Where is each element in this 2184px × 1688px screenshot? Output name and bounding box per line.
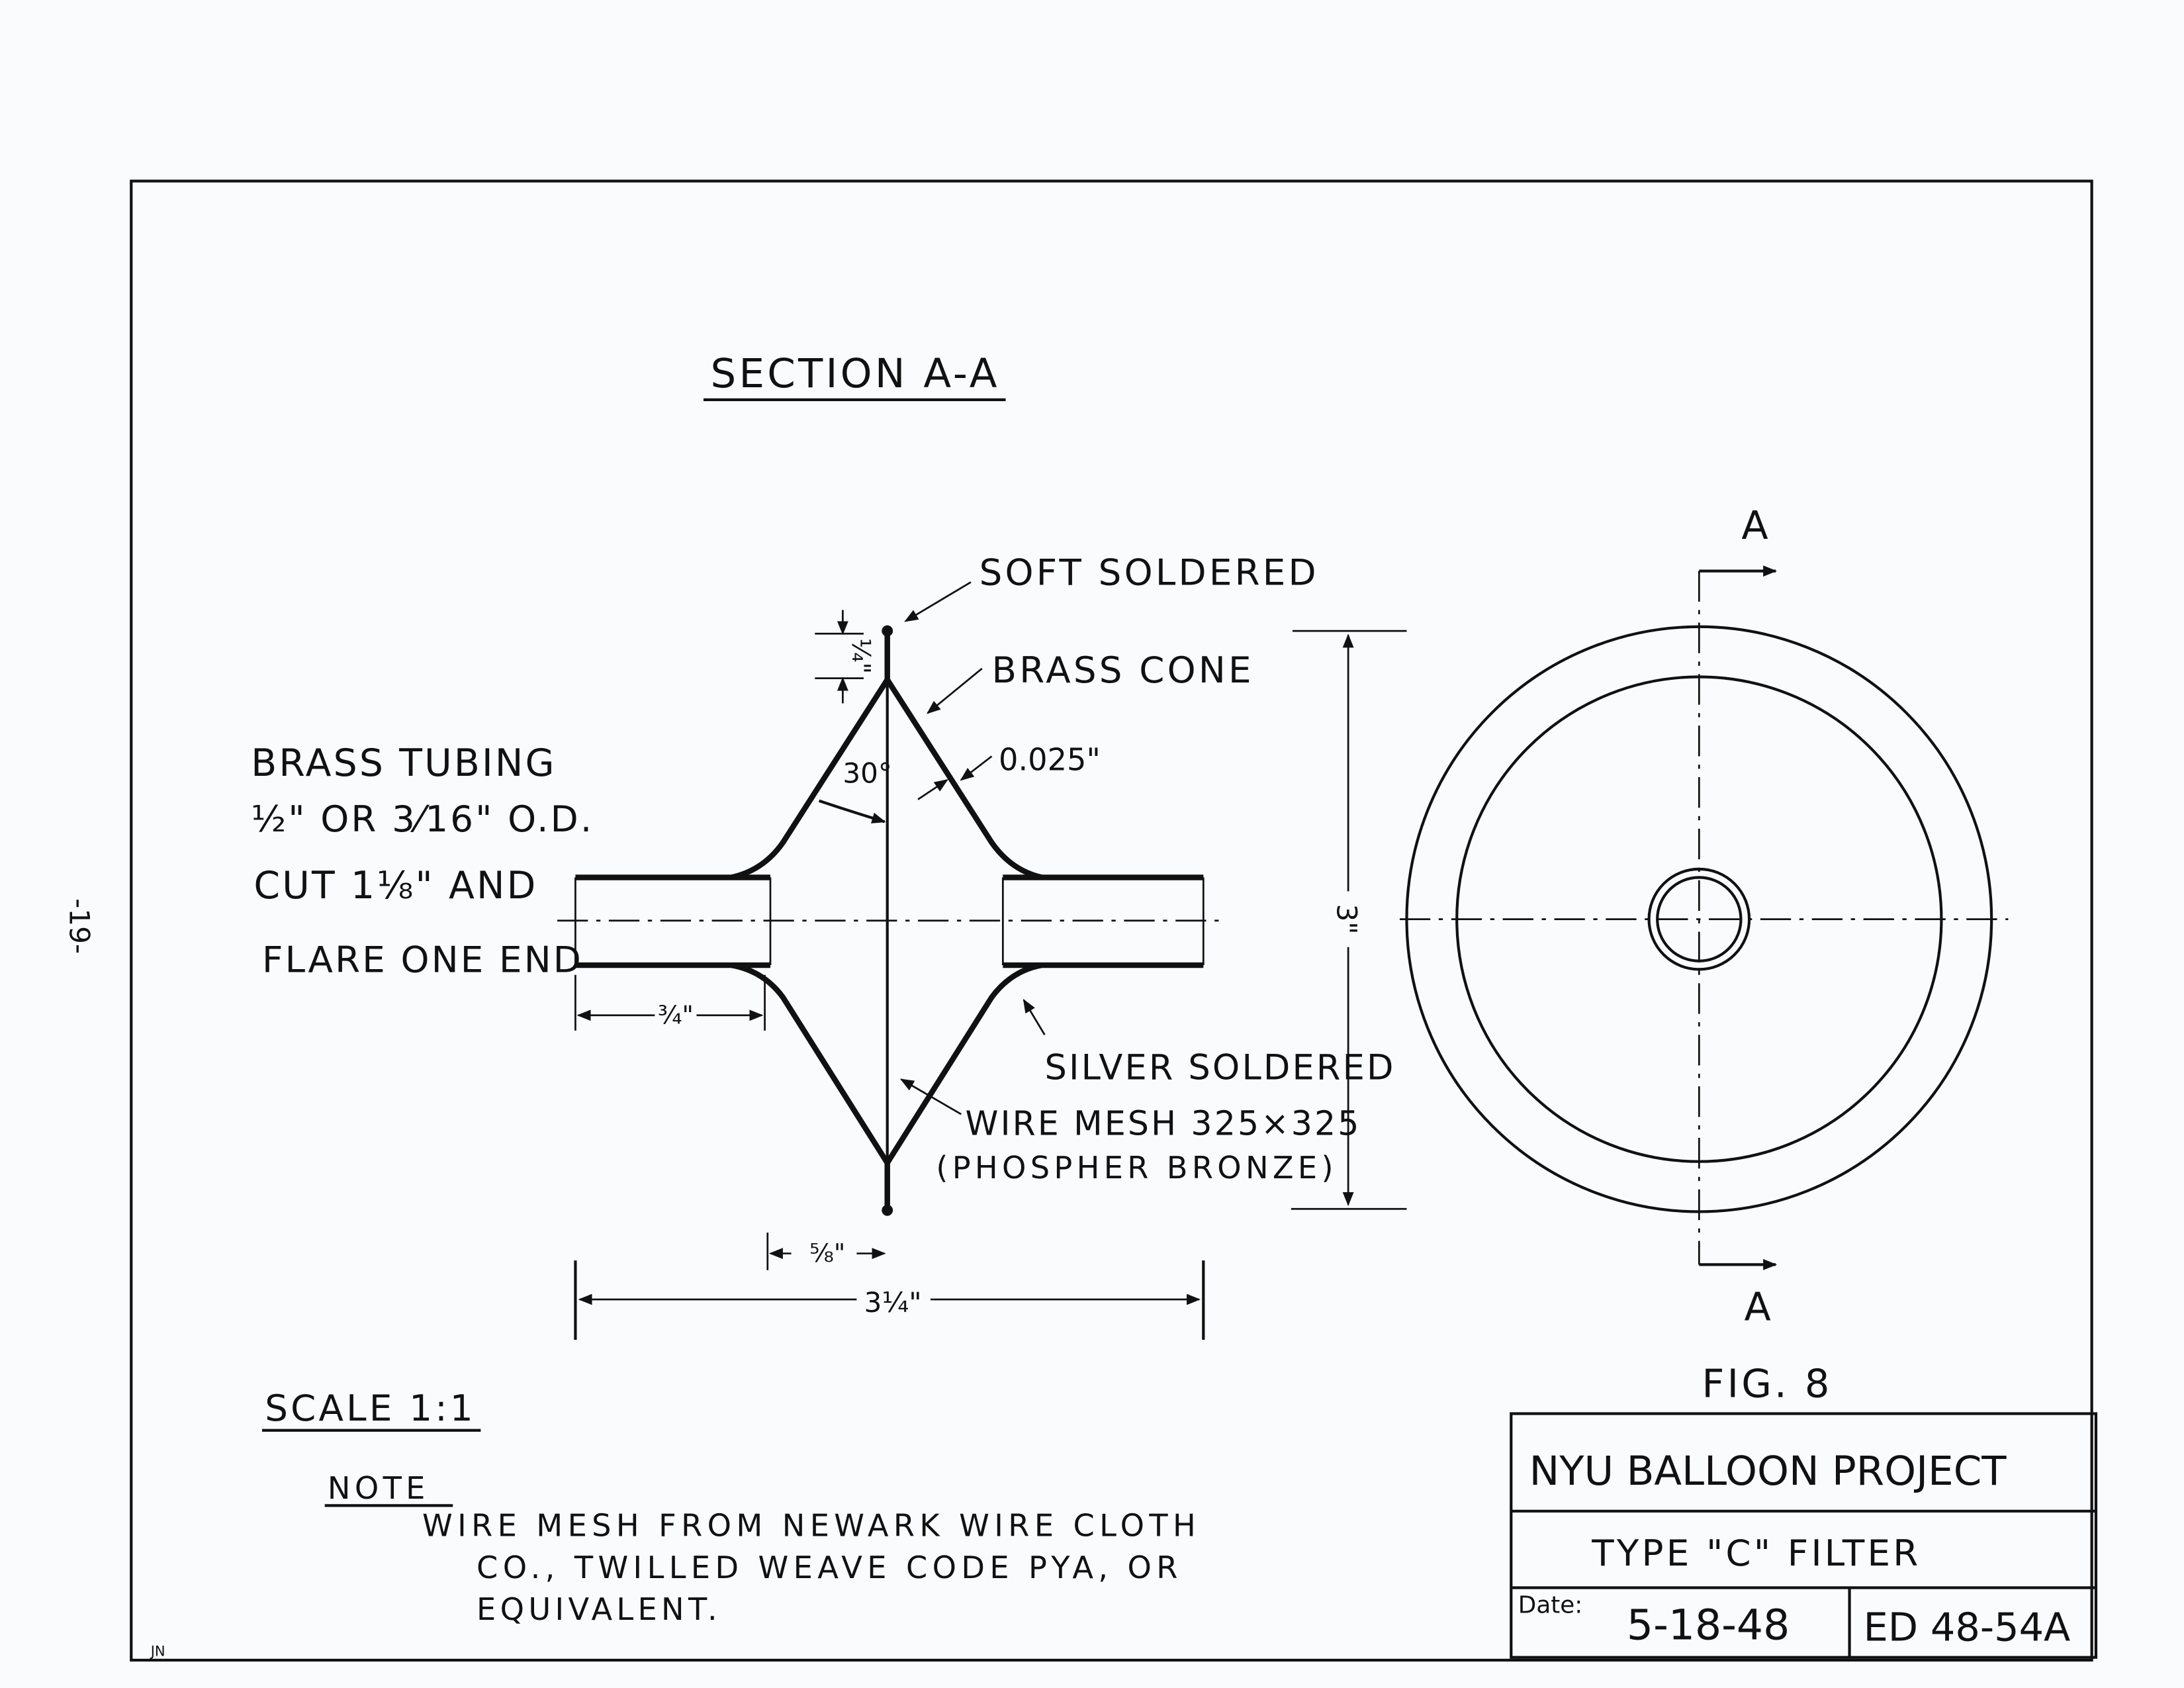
wire-mesh-label: WIRE MESH 325×325 [966,1104,1361,1143]
scale-label: SCALE 1:1 [265,1387,476,1429]
note-heading: NOTE [328,1470,430,1506]
thickness-label: 0.025" [999,741,1101,777]
wire-mesh-material-label: (PHOSPHER BRONZE) [936,1150,1338,1186]
note-line: CO., TWILLED WEAVE CODE PYA, OR [477,1550,1183,1585]
note-line: WIRE MESH FROM NEWARK WIRE CLOTH [422,1508,1201,1544]
silver-soldered-label: SILVER SOLDERED [1044,1048,1395,1088]
angle-label: 30° [842,757,892,789]
date-label: Date: [1518,1591,1583,1618]
tubing-note-line: FLARE ONE END [262,939,583,981]
section-title: SECTION A-A [711,350,1000,397]
diameter-dimension: 3" [1330,904,1363,935]
project-name: NYU BALLOON PROJECT [1529,1448,2007,1495]
note-line: EQUIVALENT. [477,1591,721,1627]
tubing-note-line: BRASS TUBING [251,741,556,785]
figure-label: FIG. 8 [1702,1360,1833,1406]
soft-soldered-label: SOFT SOLDERED [979,551,1319,594]
drawing-date: 5-18-48 [1627,1600,1790,1649]
drawing-border [130,179,2093,1662]
title-block: NYU BALLOON PROJECT TYPE "C" FILTER Date… [1510,1412,2098,1659]
tab-dimension: ¼" [846,638,876,674]
tubing-note: BRASS TUBING ½" OR 3⁄16" O.D. CUT 1⅛" AN… [251,741,594,981]
section-mark-top: A [1741,502,1768,548]
brass-cone-label: BRASS CONE [992,649,1254,691]
angle-arc [818,799,886,823]
tube-length-dimension: ¾" [658,1000,694,1029]
brass-cone [731,678,1043,1165]
tubing-note-line: ½" OR 3⁄16" O.D. [251,798,594,840]
drawing-number: ED 48-54A [1864,1604,2071,1650]
offset-dimension: ⅝" [809,1239,845,1268]
initials: JN [150,1643,165,1660]
section-mark-bottom: A [1745,1284,1771,1330]
wire-mesh-note: NOTE WIRE MESH FROM NEWARK WIRE CLOTH CO… [324,1470,1201,1627]
end-view: A A [1399,502,2009,1330]
overall-length-dimension: 3¼" [864,1286,922,1319]
tubing-note-line: CUT 1⅛" AND [253,864,537,908]
drawing-title: TYPE "C" FILTER [1591,1532,1921,1574]
page-number: -19- [64,898,96,954]
section-view: ¼" 30° SOFT SOLDERED BRASS CONE 0.025" S… [557,551,1407,1340]
